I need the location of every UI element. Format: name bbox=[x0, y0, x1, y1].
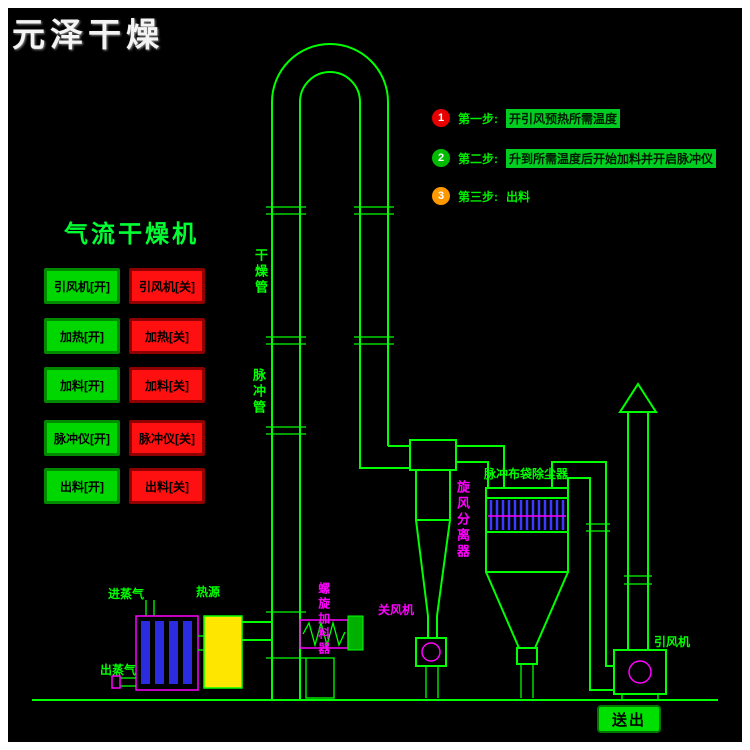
step-text: 升到所需温度后开始加料并开启脉冲仪 bbox=[506, 148, 717, 168]
step-text: 出料 bbox=[506, 189, 531, 204]
pulse-off-button[interactable]: 脉冲仪[关] bbox=[129, 420, 205, 456]
induced-fan-label: 引风机 bbox=[654, 635, 691, 649]
drying-pipe bbox=[266, 43, 394, 700]
bag-filter bbox=[485, 487, 569, 698]
page-title: 气流干燥机 bbox=[64, 221, 199, 248]
feed-off-button[interactable]: 加料[关] bbox=[129, 367, 205, 403]
step-label: 第三步: bbox=[458, 189, 498, 204]
steam-in-label: 进蒸气 bbox=[108, 587, 145, 601]
send-out-button[interactable]: 送出 bbox=[597, 705, 661, 733]
fan-off-button[interactable]: 引风机[关] bbox=[129, 268, 205, 304]
step-item-1: 1 第一步: 开引风预热所需温度 bbox=[432, 108, 621, 128]
step-item-3: 3 第三步: 出料 bbox=[432, 186, 530, 206]
cyclone-label: 旋风分离器 bbox=[454, 480, 470, 560]
screw-feeder-label: 螺旋加料器 bbox=[316, 582, 331, 657]
steam-out-label: 出蒸气 bbox=[100, 663, 137, 677]
cyclone-to-bagfilter-duct bbox=[456, 445, 505, 488]
cyclone-separator bbox=[359, 439, 457, 638]
watermark-logo: 元泽干燥 bbox=[12, 16, 164, 53]
step-label: 第二步: bbox=[458, 151, 498, 166]
clean-air-duct bbox=[551, 461, 614, 691]
discharge-off-button[interactable]: 出料[关] bbox=[129, 468, 205, 504]
bag-filter-label: 脉冲布袋除尘器 bbox=[484, 467, 569, 481]
fan-on-button[interactable]: 引风机[开] bbox=[44, 268, 120, 304]
steam-heater bbox=[111, 600, 199, 691]
exhaust-stack bbox=[618, 382, 658, 650]
drying-pipe-label: 干燥管 bbox=[252, 248, 268, 296]
pulse-pipe-label: 脉冲管 bbox=[250, 368, 266, 416]
step-number-badge: 1 bbox=[432, 109, 450, 127]
heat-source-label: 热源 bbox=[196, 585, 221, 599]
heat-off-button[interactable]: 加热[关] bbox=[129, 318, 205, 354]
step-label: 第一步: bbox=[458, 111, 498, 126]
pulse-on-button[interactable]: 脉冲仪[开] bbox=[44, 420, 120, 456]
feed-on-button[interactable]: 加料[开] bbox=[44, 367, 120, 403]
heat-on-button[interactable]: 加热[开] bbox=[44, 318, 120, 354]
induced-draft-fan bbox=[613, 649, 667, 700]
rotary-valve-label: 关风机 bbox=[378, 603, 415, 617]
screw-feeder-device bbox=[299, 615, 364, 699]
step-text: 开引风预热所需温度 bbox=[506, 108, 621, 128]
heat-source-box bbox=[198, 615, 272, 689]
rotary-valve bbox=[415, 637, 447, 698]
step-number-badge: 2 bbox=[432, 149, 450, 167]
discharge-on-button[interactable]: 出料[开] bbox=[44, 468, 120, 504]
step-number-badge: 3 bbox=[432, 187, 450, 205]
step-item-2: 2 第二步: 升到所需温度后开始加料并开启脉冲仪 bbox=[432, 148, 717, 168]
